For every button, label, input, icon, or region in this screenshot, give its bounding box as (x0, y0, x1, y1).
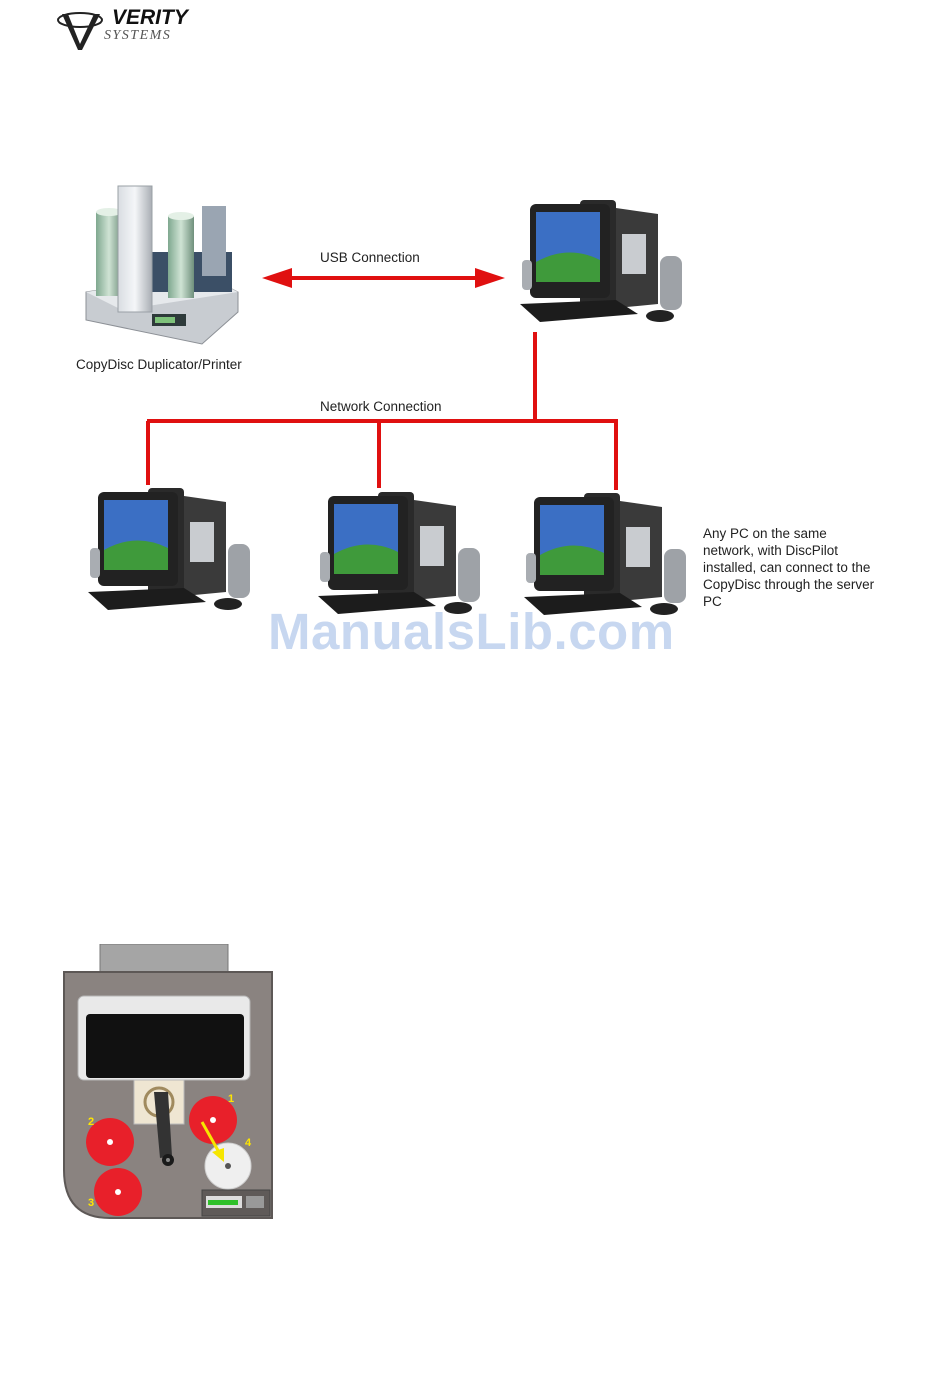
client-pc-note: Any PC on the same network, with DiscPil… (703, 525, 878, 610)
bin-number-1: 1 (228, 1093, 234, 1105)
manualslib-watermark: ManualsLib.com (268, 602, 675, 661)
server-pc-image (520, 200, 690, 330)
bin-number-2: 2 (88, 1116, 94, 1128)
pc-graphic (520, 200, 682, 322)
usb-arrow (262, 268, 505, 288)
bin-number-3: 3 (88, 1197, 94, 1209)
duplicator-label: CopyDisc Duplicator/Printer (76, 357, 242, 372)
usb-connection-label: USB Connection (320, 250, 420, 265)
bin-number-4: 4 (245, 1137, 252, 1149)
network-connection-label: Network Connection (320, 399, 442, 414)
copydisc-duplicator-image (82, 182, 242, 350)
duplicator-top-view-diagram: 2 3 1 4 (62, 944, 276, 1220)
client-pc-image-1 (88, 488, 258, 618)
